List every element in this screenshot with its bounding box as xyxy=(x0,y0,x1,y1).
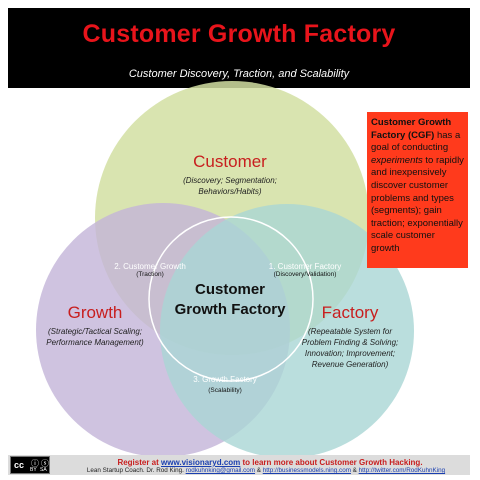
growth-title: Growth xyxy=(67,303,123,322)
footer-register-pre: Register at xyxy=(117,458,162,467)
center-label: Customer Growth Factory xyxy=(160,280,300,320)
growth-circle-label: Growth (Strategic/Tactical Scaling; Perf… xyxy=(30,303,160,348)
cgf-description-bold: Customer Growth Factory (CGF) xyxy=(371,117,452,141)
customer-circle-label: Customer (Discovery; Segmentation; Behav… xyxy=(150,152,310,197)
overlap-growth-factory-title: 3. Growth Factory xyxy=(193,375,257,384)
businessmodels-link[interactable]: http://businessmodels.ning.com xyxy=(262,467,351,474)
center-circle-outline xyxy=(148,216,314,382)
growth-subtitle-line2: Performance Management) xyxy=(46,338,144,347)
twitter-link[interactable]: http://twitter.com/RodKuhnKing xyxy=(358,467,446,474)
cc-by-text: BY xyxy=(30,467,37,473)
customer-subtitle-line1: (Discovery; Segmentation; xyxy=(183,176,277,185)
factory-circle xyxy=(160,204,414,458)
factory-title: Factory xyxy=(321,303,379,322)
overlap-customer-growth-title: 2. Customer Growth xyxy=(114,262,186,271)
growth-subtitle-line1: (Strategic/Tactical Scaling; xyxy=(48,327,142,336)
footer-contact-pre: Lean Startup Coach. Dr. Rod King. xyxy=(86,467,186,474)
overlap-customer-growth-label: 2. Customer Growth (Traction) xyxy=(100,262,200,278)
footer-register-line: Register at www.visionaryd.com to learn … xyxy=(60,458,480,467)
cgf-description-text2: to rapidly and inexpensively discover cu… xyxy=(371,154,464,254)
center-title-line1: Customer xyxy=(194,281,265,298)
overlap-customer-growth-subtitle: (Traction) xyxy=(136,271,164,278)
overlap-customer-factory-title: 1. Customer Factory xyxy=(268,262,342,271)
factory-subtitle-line3: Innovation; Improvement; xyxy=(304,349,396,358)
overlap-growth-factory-subtitle: (Scalability) xyxy=(208,387,242,394)
footer-contact-line: Lean Startup Coach. Dr. Rod King. rodkuh… xyxy=(58,467,474,474)
page-subtitle: Customer Discovery, Traction, and Scalab… xyxy=(128,68,350,80)
footer-bar xyxy=(8,455,470,475)
cc-badge-text: cc xyxy=(14,460,25,470)
factory-subtitle-line1: (Repeatable System for xyxy=(307,327,393,336)
factory-subtitle-line2: Problem Finding & Solving; xyxy=(301,338,399,347)
customer-subtitle-line2: Behaviors/Habits) xyxy=(198,187,262,196)
cgf-description-box: Customer Growth Factory (CGF) has a goal… xyxy=(367,112,468,268)
overlap-customer-factory-label: 1. Customer Factory (Discovery/Validatio… xyxy=(250,262,360,278)
footer-register-post: to learn more about Customer Growth Hack… xyxy=(240,458,423,467)
cc-sa-text: SA xyxy=(40,467,47,473)
center-title-line2: Growth Factory xyxy=(174,301,286,318)
page-title: Customer Growth Factory xyxy=(82,20,396,48)
email-link[interactable]: rodkuhnking@gmail.com xyxy=(185,467,256,474)
visionaryd-link[interactable]: www.visionaryd.com xyxy=(161,458,241,467)
overlap-growth-factory-label: 3. Growth Factory (Scalability) xyxy=(175,375,275,394)
footer-amp1: & xyxy=(255,467,263,474)
footer-amp2: & xyxy=(350,467,359,474)
creative-commons-badge[interactable]: cc ⓘ ⓢ BY SA xyxy=(10,456,50,474)
header-banner: Customer Growth Factory Customer Discove… xyxy=(8,8,470,88)
customer-title: Customer xyxy=(193,152,267,171)
factory-circle-label: Factory (Repeatable System for Problem F… xyxy=(290,303,410,370)
cgf-description-italic: experiments xyxy=(371,154,423,166)
factory-subtitle-line4: Revenue Generation) xyxy=(311,360,389,369)
cc-by-icon: ⓘ xyxy=(31,459,39,468)
overlap-customer-factory-subtitle: (Discovery/Validation) xyxy=(273,271,337,278)
cgf-description-text1: has a goal of conducting xyxy=(371,129,461,154)
cc-sa-icon: ⓢ xyxy=(41,459,49,468)
